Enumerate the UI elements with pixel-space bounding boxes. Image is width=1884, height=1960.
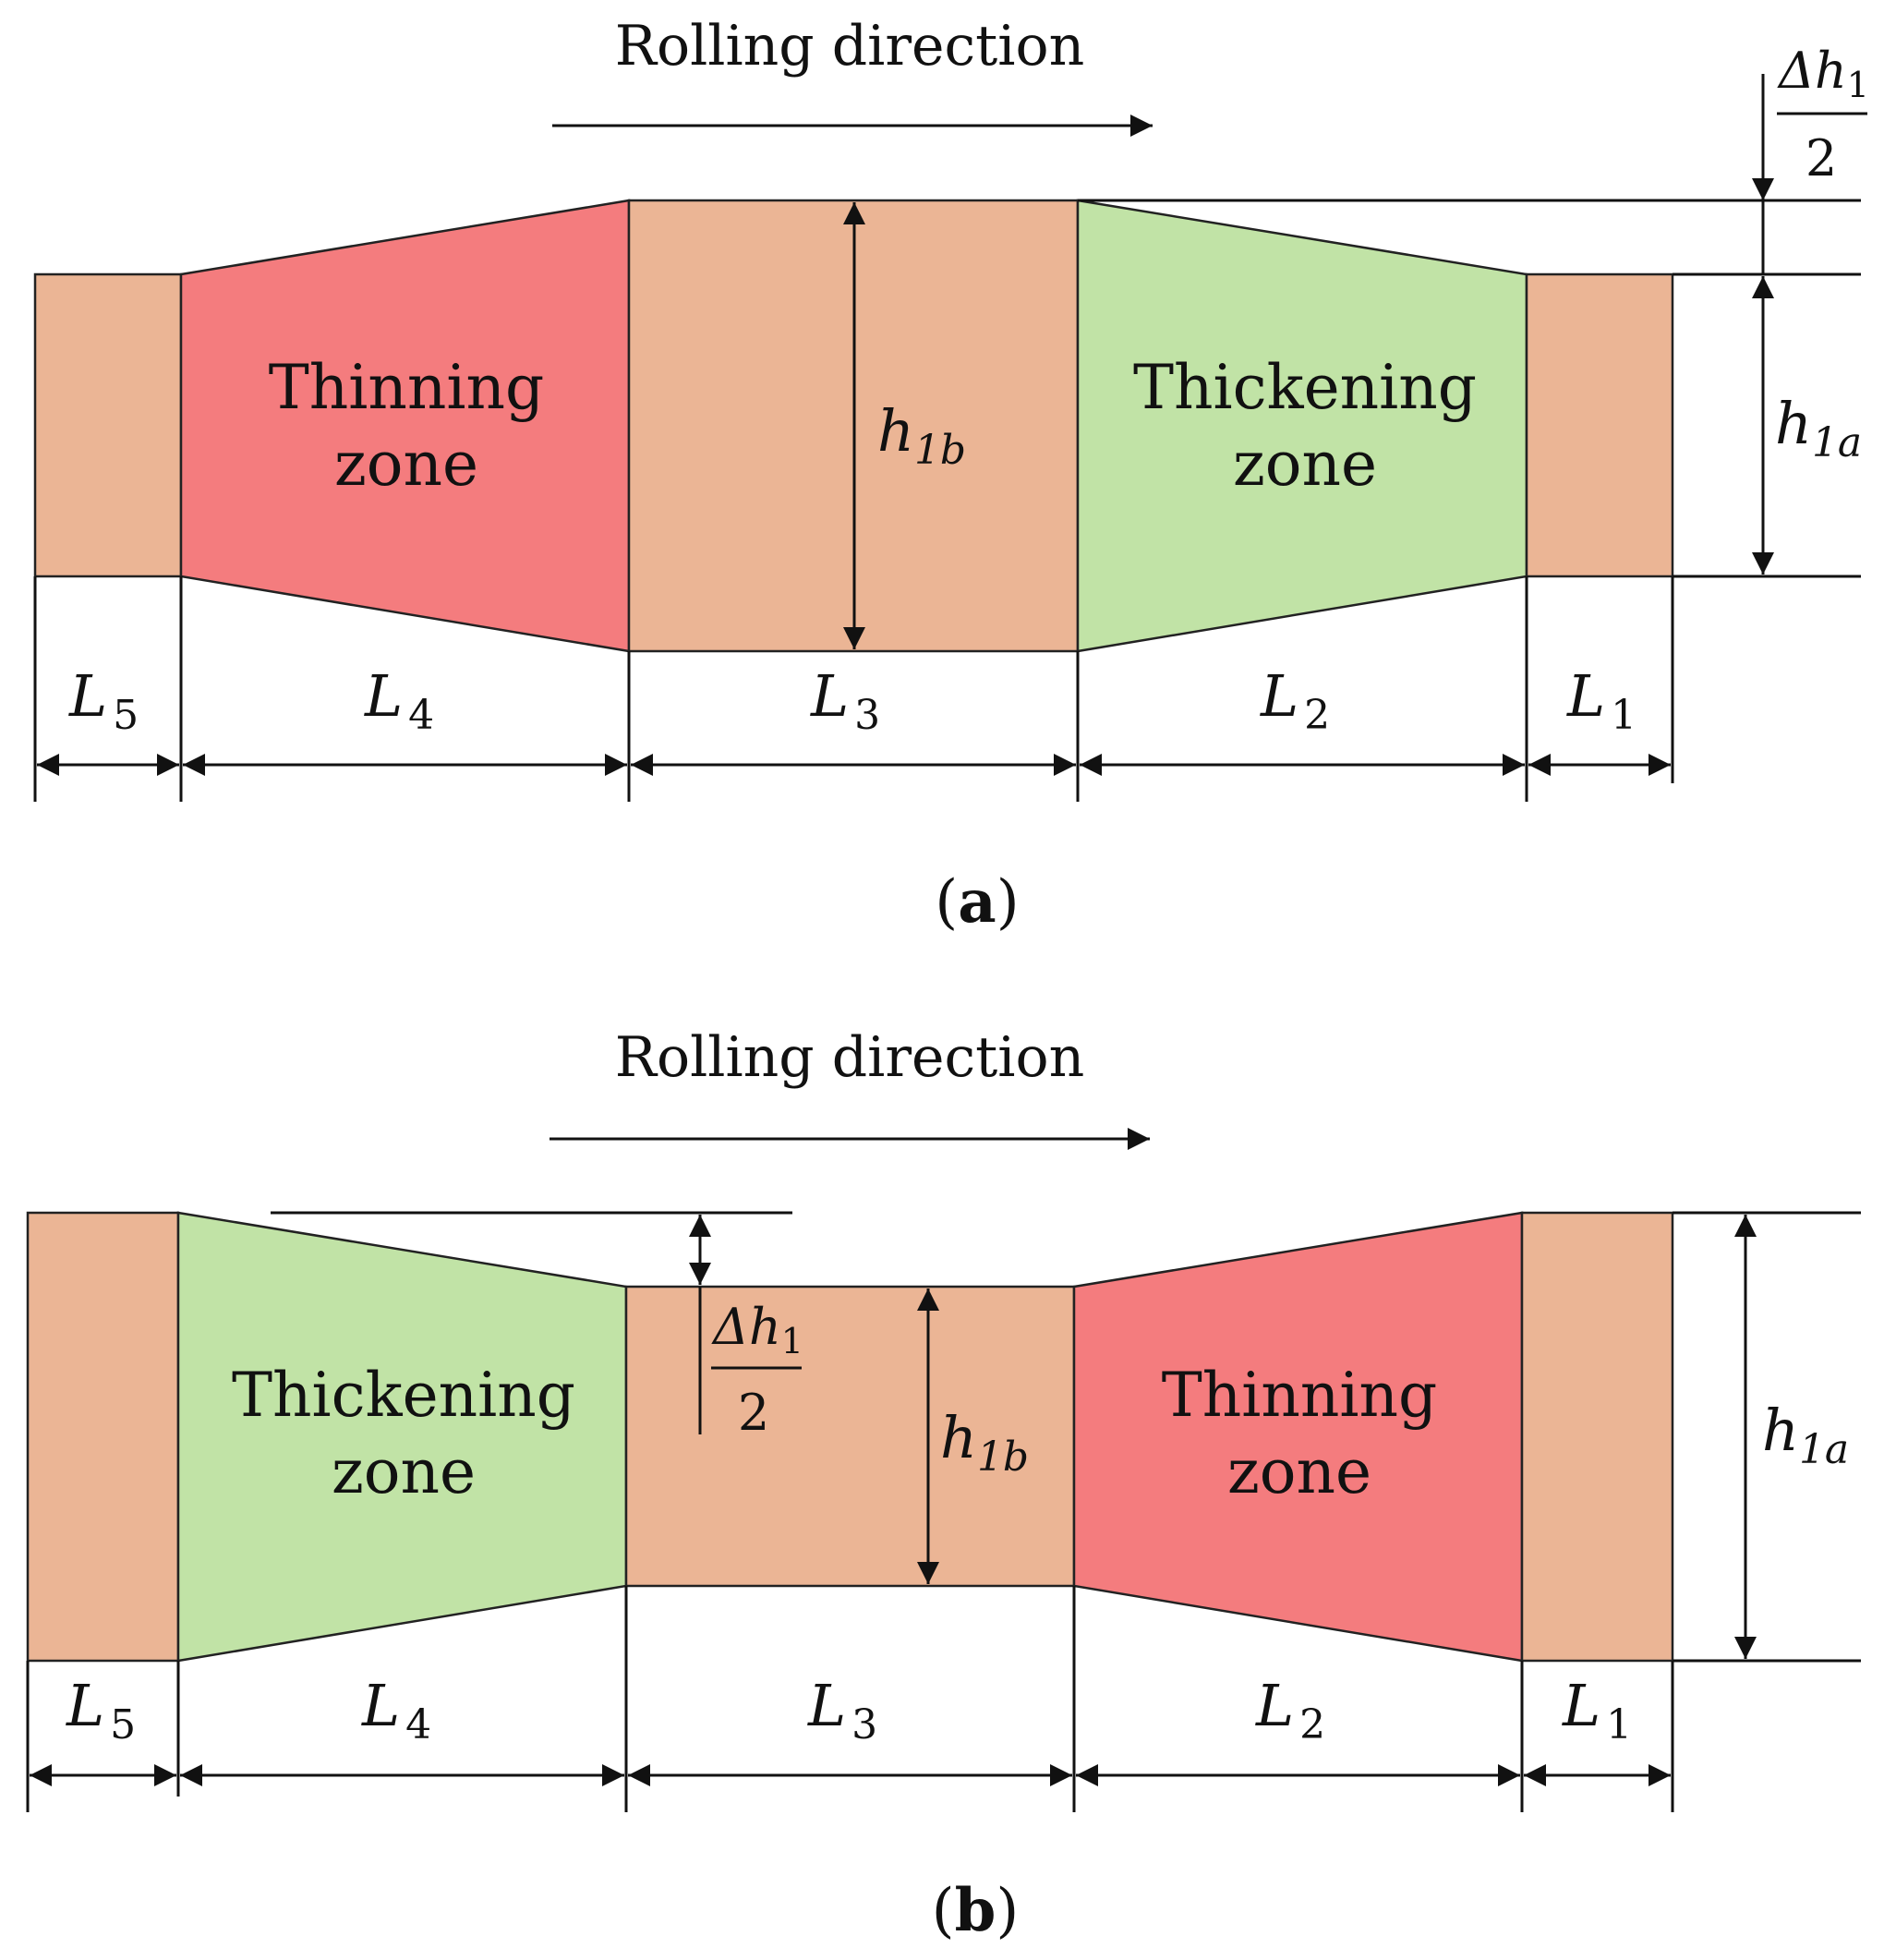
thinning-zone-label-line2-b: zone [1227, 1436, 1371, 1507]
rolling-direction-label-a: Rolling direction [615, 14, 1084, 79]
delta-h1-numerator-a: Δh1 [1777, 42, 1869, 105]
h1b-label-b: h1b [940, 1404, 1029, 1481]
caption-b: (b) [932, 1876, 1020, 1945]
h1a-label-a: h1a [1775, 390, 1862, 466]
caption-a: (a) [935, 867, 1019, 937]
thinning-zone-label-line2-a: zone [334, 429, 478, 500]
thinning-zone-label-line1-a: Thinning [269, 352, 545, 423]
panel-b: Rolling direction Thickening zone Thinni… [26, 1025, 1861, 1945]
thickening-zone-label-line2-b: zone [332, 1436, 476, 1507]
zone-l3-b [624, 1285, 1076, 1588]
thickening-zone-label-line2-a: zone [1233, 429, 1377, 500]
h1b-label-a: h1b [877, 397, 966, 474]
delta-h1-denominator-a: 2 [1806, 129, 1837, 188]
thickening-zone-label-line1-b: Thickening [232, 1360, 575, 1431]
delta-h1-denominator-b: 2 [738, 1384, 769, 1442]
rolling-direction-label-b: Rolling direction [615, 1025, 1084, 1090]
thickening-zone-label-line1-a: Thickening [1133, 352, 1477, 423]
thickening-zone-a [1076, 199, 1528, 653]
panel-a: Rolling direction Thinning zone Thickeni… [33, 14, 1869, 937]
delta-h1-numerator-b: Δh1 [711, 1298, 803, 1361]
zone-l1-b [1520, 1211, 1674, 1663]
thinning-zone-label-line1-b: Thinning [1162, 1360, 1438, 1431]
zone-l5-a [33, 272, 183, 578]
thinning-zone-a [179, 199, 631, 653]
zone-l1-a [1525, 272, 1674, 578]
h1a-label-b: h1a [1762, 1397, 1849, 1473]
zone-l5-b [26, 1211, 180, 1663]
